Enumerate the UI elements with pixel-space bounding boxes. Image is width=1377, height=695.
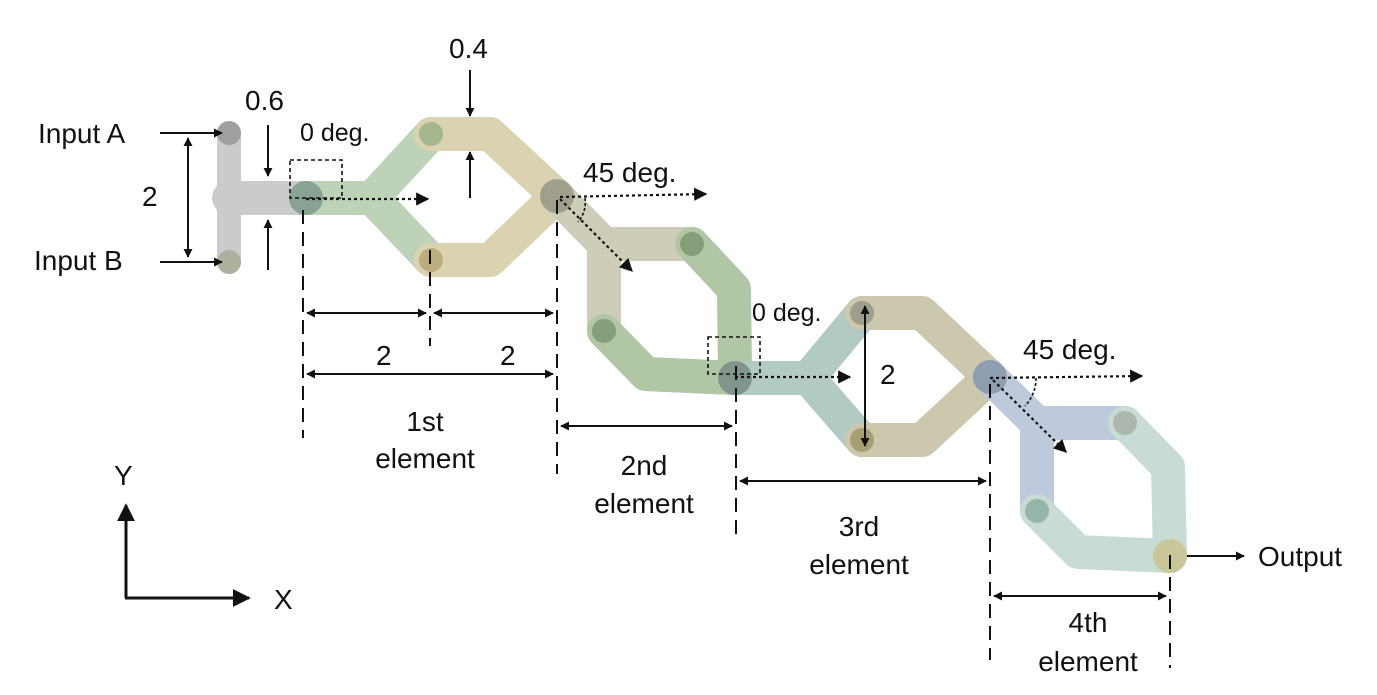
node-e3-bottom <box>850 428 874 452</box>
element-1-label-line2: element <box>375 443 475 474</box>
element-3-label-line2: element <box>809 549 909 580</box>
element-1-right-arms <box>414 117 574 277</box>
angle-4-arc <box>1024 377 1037 407</box>
element-3-right-arms <box>845 296 1007 457</box>
node-e4-top <box>1113 411 1137 435</box>
element-4-label-line1: 4th <box>1069 607 1108 638</box>
annotations <box>117 70 1245 668</box>
element-1-left-arms <box>289 117 448 277</box>
width-04-label: 0.4 <box>449 33 488 64</box>
output-label: Output <box>1258 541 1342 572</box>
angle-3-label: 0 deg. <box>752 299 822 327</box>
node-input-a <box>217 121 241 145</box>
axis-x-label: X <box>274 584 293 615</box>
node-e4-bottom <box>1025 499 1049 523</box>
branch-sep-label: 2 <box>880 359 896 390</box>
labels: Input A Input B 2 0.6 0.4 0 deg. 45 deg.… <box>34 33 1342 677</box>
input-sep-label: 2 <box>142 181 158 212</box>
angle-1-box <box>289 159 343 199</box>
node-e1-top <box>419 122 443 146</box>
node-e2-top <box>680 232 704 256</box>
angle-1-label: 0 deg. <box>300 119 370 147</box>
angle-2-label: 45 deg. <box>583 157 676 188</box>
element-4-right-arms <box>1020 406 1187 573</box>
direction-arrow-4-diag <box>992 379 1067 453</box>
element-4-label-line2: element <box>1038 646 1138 677</box>
node-e2-bottom <box>592 319 616 343</box>
width-06-label: 0.6 <box>245 85 284 116</box>
element-2-label-line1: 2nd <box>621 450 668 481</box>
angle-3-box <box>707 336 761 375</box>
angle-4-label: 45 deg. <box>1023 334 1116 365</box>
node-input-b <box>217 250 241 274</box>
direction-arrow-2 <box>559 187 708 201</box>
element-1-label-line1: 1st <box>406 406 444 437</box>
axis-y-label: Y <box>114 460 133 491</box>
input-b-label: Input B <box>34 245 123 276</box>
node-e3-top <box>850 301 874 325</box>
element-2-right-arms <box>587 227 752 395</box>
direction-arrow-4 <box>989 369 1144 383</box>
direction-arrow-2-diag <box>559 198 633 272</box>
input-a-label: Input A <box>38 118 126 149</box>
angle-2-arc <box>577 197 587 223</box>
half-length-label-2: 2 <box>500 340 516 371</box>
element-2-label-line2: element <box>594 488 694 519</box>
element-3-label-line1: 3rd <box>839 511 879 542</box>
half-length-label-1: 2 <box>376 340 392 371</box>
